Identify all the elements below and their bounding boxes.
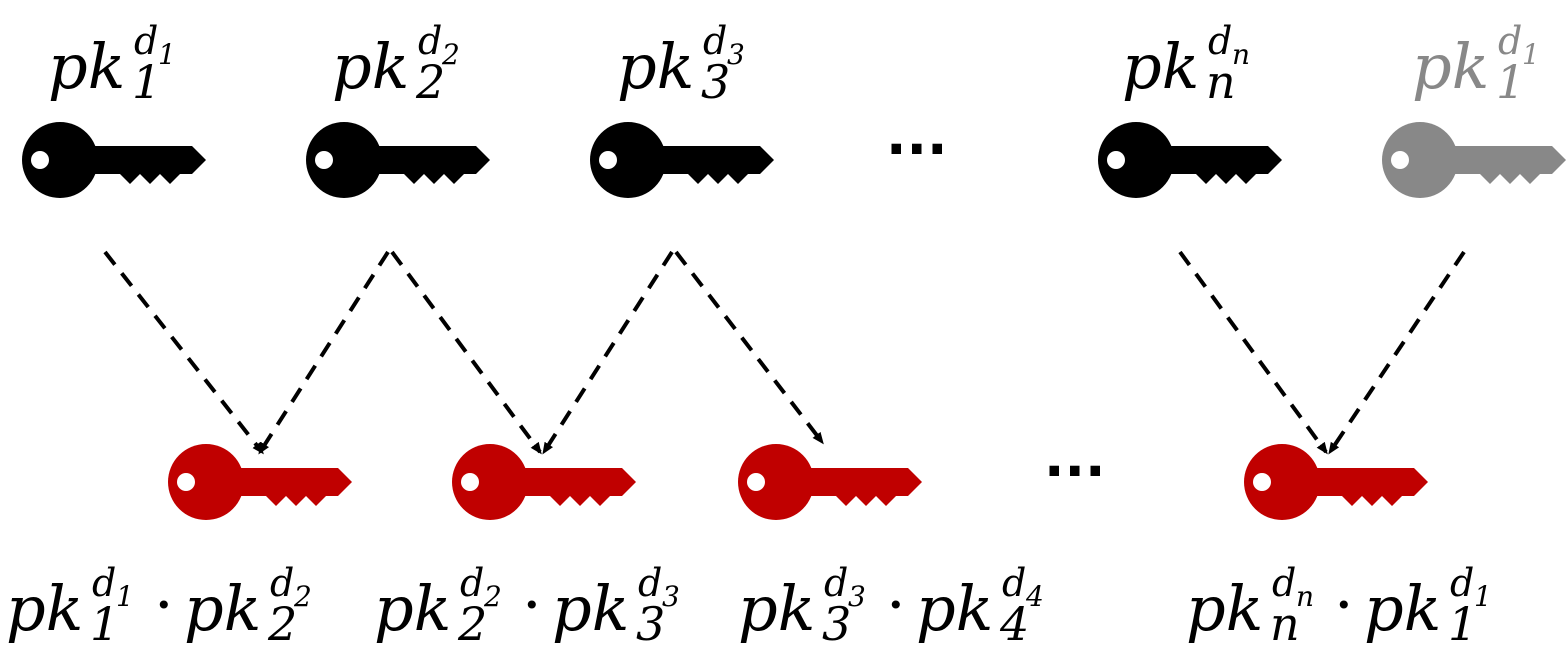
combined-key-icon xyxy=(452,444,636,520)
svg-text:d: d xyxy=(92,561,116,605)
svg-text:2: 2 xyxy=(457,597,487,651)
svg-text:·: · xyxy=(154,568,174,641)
svg-text:3: 3 xyxy=(636,597,665,651)
key-icon xyxy=(22,122,206,198)
svg-text:1: 1 xyxy=(132,55,161,109)
combined-key-icon xyxy=(1244,444,1428,520)
svg-text:4: 4 xyxy=(1025,580,1044,613)
arrow-1-to-c1 xyxy=(103,250,264,455)
bottom-label-n: pk n d n · pk 1 d 1 xyxy=(1186,561,1492,651)
svg-text:d: d xyxy=(1208,19,1232,63)
arrow-n-to-cn xyxy=(1178,250,1328,455)
svg-text:2: 2 xyxy=(267,597,297,651)
svg-text:1: 1 xyxy=(1474,580,1492,613)
key-icon xyxy=(590,122,774,198)
svg-text:3: 3 xyxy=(727,38,745,71)
svg-text:·: · xyxy=(886,568,906,641)
svg-text:n: n xyxy=(1296,580,1314,613)
bottom-label-2: pk 2 d 2 · pk 3 d 3 xyxy=(374,561,680,651)
svg-text:n: n xyxy=(1270,597,1300,651)
top-label-1: pk 1 d 1 xyxy=(48,19,176,109)
svg-text:pk: pk xyxy=(1364,572,1441,645)
svg-text:pk: pk xyxy=(374,572,451,645)
key-icon xyxy=(306,122,490,198)
svg-text:n: n xyxy=(1206,55,1236,109)
arrow-wrap-to-cn xyxy=(1328,250,1466,455)
svg-text:3: 3 xyxy=(701,55,730,109)
svg-text:1: 1 xyxy=(1448,597,1477,651)
svg-text:pk: pk xyxy=(1412,30,1489,103)
svg-text:d: d xyxy=(1498,19,1522,63)
svg-text:1: 1 xyxy=(1496,55,1525,109)
svg-text:d: d xyxy=(824,561,848,605)
top-label-n: pk n d n xyxy=(1122,19,1250,109)
arrow-3-to-c2 xyxy=(542,250,674,455)
svg-text:pk: pk xyxy=(332,30,409,103)
svg-text:3: 3 xyxy=(848,580,866,613)
top-label-wrap: pk 1 d 1 xyxy=(1412,19,1540,109)
svg-text:n: n xyxy=(1232,38,1250,71)
svg-text:d: d xyxy=(460,561,484,605)
top-label-3: pk 3 d 3 xyxy=(617,19,745,109)
svg-text:2: 2 xyxy=(293,580,312,613)
arrow-2-to-c2 xyxy=(390,250,542,455)
svg-text:pk: pk xyxy=(184,572,261,645)
svg-text:pk: pk xyxy=(1122,30,1199,103)
top-ellipsis: ··· xyxy=(886,118,948,181)
key-icon xyxy=(1382,122,1566,198)
svg-text:pk: pk xyxy=(48,30,125,103)
svg-text:d: d xyxy=(418,19,442,63)
svg-text:pk: pk xyxy=(738,572,815,645)
svg-text:d: d xyxy=(270,561,294,605)
svg-text:pk: pk xyxy=(552,572,629,645)
svg-text:3: 3 xyxy=(662,580,680,613)
svg-text:d: d xyxy=(134,19,158,63)
svg-text:3: 3 xyxy=(822,597,851,651)
svg-text:pk: pk xyxy=(1186,572,1263,645)
arrow-2-to-c1 xyxy=(258,250,390,455)
combined-key-icon xyxy=(168,444,352,520)
combined-key-icon xyxy=(738,444,922,520)
svg-text:d: d xyxy=(1002,561,1026,605)
svg-text:·: · xyxy=(522,568,542,641)
svg-text:4: 4 xyxy=(999,597,1029,651)
svg-text:pk: pk xyxy=(6,572,83,645)
bottom-label-3: pk 3 d 3 · pk 4 d 4 xyxy=(738,561,1044,651)
svg-text:2: 2 xyxy=(441,38,460,71)
svg-text:d: d xyxy=(638,561,662,605)
svg-text:pk: pk xyxy=(916,572,993,645)
bottom-ellipsis: ··· xyxy=(1044,440,1106,503)
key-icon xyxy=(1098,122,1282,198)
svg-text:2: 2 xyxy=(415,55,445,109)
svg-text:d: d xyxy=(703,19,727,63)
svg-text:pk: pk xyxy=(617,30,694,103)
svg-text:·: · xyxy=(1334,568,1354,641)
svg-text:1: 1 xyxy=(90,597,119,651)
dashed-arrows xyxy=(103,250,1466,455)
svg-text:d: d xyxy=(1272,561,1296,605)
svg-text:2: 2 xyxy=(483,580,502,613)
bottom-label-1: pk 1 d 1 · pk 2 d 2 xyxy=(6,561,312,651)
svg-text:d: d xyxy=(1450,561,1474,605)
svg-text:1: 1 xyxy=(158,38,176,71)
top-label-2: pk 2 d 2 xyxy=(332,19,460,109)
arrow-3-to-c3 xyxy=(674,250,824,445)
svg-text:1: 1 xyxy=(1522,38,1540,71)
svg-text:1: 1 xyxy=(116,580,134,613)
